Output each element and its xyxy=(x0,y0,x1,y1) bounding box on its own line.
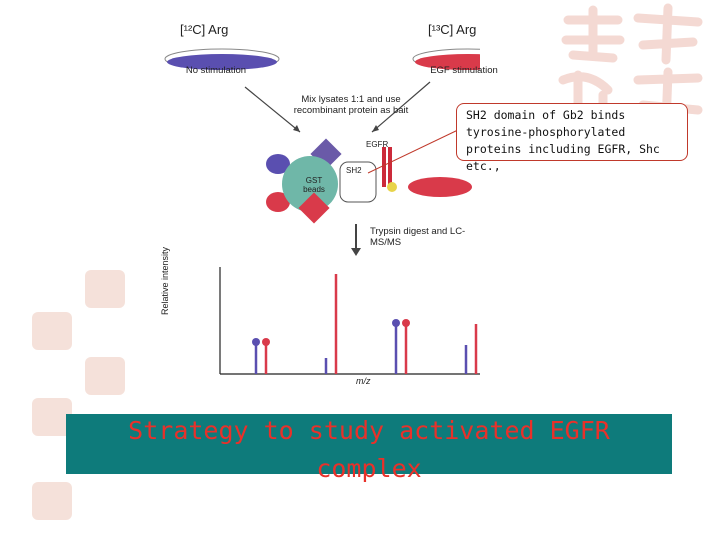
annotation-callout: SH2 domain of Gb2 binds tyrosine-phospho… xyxy=(456,103,688,173)
arrow-left xyxy=(244,86,301,133)
right-dish-condition: EGF stimulation xyxy=(430,65,498,76)
spectrum-x-label: m/z xyxy=(356,376,371,386)
callout-line: tyrosine-phosphorylated xyxy=(466,125,626,139)
spectrum-y-label: Relative intensity xyxy=(160,246,170,315)
decorative-stamp xyxy=(32,312,72,350)
callout-line: proteins including EGFR, Shc xyxy=(466,142,660,156)
sh2-label: SH2 xyxy=(346,166,362,175)
decorative-stamp xyxy=(85,270,125,308)
slide-title-line-1: Strategy to study activated EGFR xyxy=(128,416,610,445)
callout-leader-line xyxy=(367,128,461,174)
gst-beads xyxy=(282,156,338,212)
left-dish-label: [¹²C] Arg xyxy=(180,22,229,37)
callout-line: etc., xyxy=(466,159,501,173)
gst-beads-label: GST beads xyxy=(303,176,325,194)
decorative-stamp xyxy=(32,398,72,436)
mix-step-label: Mix lysates 1:1 and use recombinant prot… xyxy=(293,94,409,116)
slide-title-line-2: complex xyxy=(316,454,422,483)
egfr-label: EGFR xyxy=(366,140,389,149)
arrow-right xyxy=(371,81,431,133)
title-banner xyxy=(66,414,672,474)
callout-line: SH2 domain of Gb2 binds xyxy=(466,108,626,122)
right-dish-label: [¹³C] Arg xyxy=(428,22,477,37)
decorative-stamp xyxy=(85,357,125,395)
decorative-stamp xyxy=(32,482,72,520)
slide-title: Strategy to study activated EGFR complex xyxy=(66,412,672,488)
left-dish-condition: No stimulation xyxy=(185,65,247,76)
digest-step-label: Trypsin digest and LC-MS/MS xyxy=(370,226,466,248)
